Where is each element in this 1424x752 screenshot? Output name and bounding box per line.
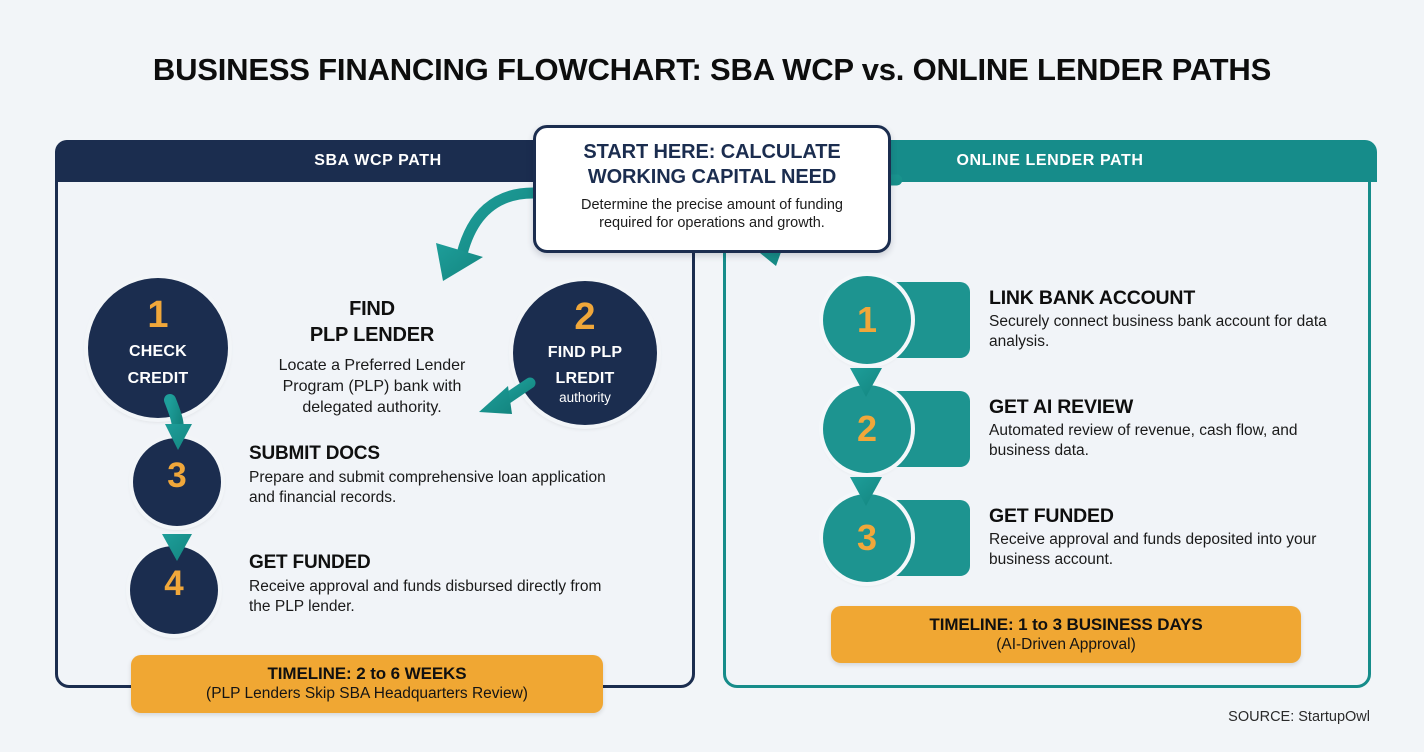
find-plp-body: Locate a Preferred Lender Program (PLP) … (278, 357, 466, 416)
right-step-3-number: 3 (856, 517, 878, 558)
right-step-1-text: LINK BANK ACCOUNT Securely connect busin… (989, 287, 1349, 352)
right-step-3-text: GET FUNDED Receive approval and funds de… (989, 505, 1364, 570)
right-step-3-title: GET FUNDED (989, 505, 1114, 527)
right-step-1-body: Securely connect business bank account f… (989, 313, 1327, 350)
left-step-3-text: SUBMIT DOCS Prepare and submit comprehen… (249, 443, 629, 508)
left-step-4-circle: 4 (130, 546, 218, 634)
right-step-2-circle: 2 (823, 385, 911, 473)
right-step-3-circle: 3 (823, 494, 911, 582)
left-step-3-circle: 3 (133, 438, 221, 526)
page-title: BUSINESS FINANCING FLOWCHART: SBA WCP vs… (152, 52, 1272, 87)
left-step-4-body: Receive approval and funds disbursed dir… (249, 578, 602, 615)
start-card-sub-line1: Determine the precise amount of funding (581, 197, 843, 213)
left-step-3-body: Prepare and submit comprehensive loan ap… (249, 469, 606, 506)
left-step-3-title: SUBMIT DOCS (249, 443, 380, 464)
left-step-1-circle: 1 CHECK CREDIT (88, 278, 228, 418)
left-step-1-label-line1: CHECK (129, 343, 187, 360)
right-timeline-main: TIMELINE: 1 to 3 BUSINESS DAYS (929, 615, 1203, 634)
left-find-plp-lender-block: FIND PLP LENDER Locate a Preferred Lende… (247, 296, 497, 418)
left-step-1-number: 1 (147, 294, 169, 336)
left-timeline-banner: TIMELINE: 2 to 6 WEEKS (PLP Lenders Skip… (131, 655, 603, 713)
left-step-2-label-line1: FIND PLP (547, 344, 623, 361)
left-timeline-sub: (PLP Lenders Skip SBA Headquarters Revie… (206, 685, 528, 702)
start-card-title-line1: START HERE: CALCULATE (583, 141, 841, 163)
left-step-2-number: 2 (574, 296, 596, 338)
right-step-1-title: LINK BANK ACCOUNT (989, 287, 1196, 309)
right-timeline-banner: TIMELINE: 1 to 3 BUSINESS DAYS (AI-Drive… (831, 606, 1301, 663)
left-step-2-label-small: authority (559, 389, 611, 405)
left-step-4-text: GET FUNDED Receive approval and funds di… (249, 552, 624, 617)
left-step-2-circle: 2 FIND PLP LREDIT authority (513, 281, 657, 425)
find-plp-title-line2: PLP LENDER (309, 324, 435, 346)
start-here-card: START HERE: CALCULATE WORKING CAPITAL NE… (533, 125, 891, 253)
left-step-4-number: 4 (164, 564, 184, 603)
start-card-title-line2: WORKING CAPITAL NEED (587, 166, 837, 188)
find-plp-title-line1: FIND (349, 298, 395, 320)
left-step-1-label-line2: CREDIT (127, 369, 189, 387)
left-timeline-main: TIMELINE: 2 to 6 WEEKS (267, 664, 467, 683)
right-step-2-body: Automated review of revenue, cash flow, … (989, 422, 1298, 459)
source-credit: SOURCE: StartupOwl (1228, 709, 1370, 725)
start-card-sub-line2: required for operations and growth. (599, 215, 825, 231)
right-step-2-number: 2 (856, 408, 878, 449)
left-step-3-number: 3 (167, 456, 187, 495)
right-step-2-title: GET AI REVIEW (989, 396, 1134, 418)
left-step-2-label-line2: LREDIT (555, 369, 615, 387)
left-step-4-title: GET FUNDED (249, 552, 371, 573)
right-step-1-circle: 1 (823, 276, 911, 364)
right-step-3-body: Receive approval and funds deposited int… (989, 531, 1317, 568)
right-timeline-sub: (AI-Driven Approval) (996, 636, 1136, 653)
right-step-1-number: 1 (856, 299, 878, 340)
right-step-2-text: GET AI REVIEW Automated review of revenu… (989, 396, 1349, 461)
